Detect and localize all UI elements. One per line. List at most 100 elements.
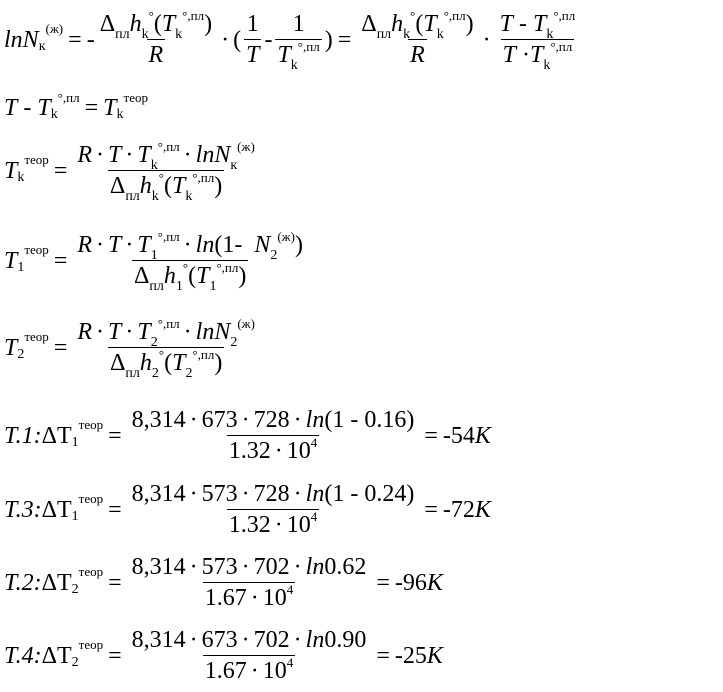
denominator: 1.32·104	[226, 509, 320, 537]
var-h: h	[139, 350, 152, 376]
var-T: T	[103, 95, 117, 121]
sub-k: k	[17, 169, 25, 185]
dot: ·	[241, 554, 250, 580]
sub-2: 2	[150, 335, 158, 350]
tk-value: 728	[253, 481, 290, 507]
var-T: T	[530, 42, 544, 68]
fraction: Δплhk°(Tk°,пл) R	[359, 9, 475, 67]
var-T: T	[499, 11, 513, 37]
fraction: R·T·T1°,пл·ln(1- N2(ж)) Δплh1°(T1°,пл)	[75, 229, 305, 294]
tk-value: 728	[253, 407, 290, 433]
numerator: R·T·Tk°,пл·lnNк(ж)	[75, 140, 256, 173]
tk-value: 702	[253, 554, 290, 580]
sup-teor: теор	[24, 152, 49, 167]
ln-symbol: ln	[4, 26, 23, 53]
dot: ·	[241, 481, 250, 507]
sub-2: 2	[185, 366, 193, 381]
dot: ·	[96, 319, 105, 345]
delta-t: ΔT	[41, 496, 72, 523]
sup-deg: °	[148, 8, 154, 23]
numerator: 8,314·673·728·ln(1 - 0.16)	[130, 408, 417, 435]
dot: ·	[125, 232, 134, 258]
denominator: Tk°,пл	[275, 39, 322, 73]
r-value: 8,314	[131, 554, 186, 580]
var-T: T	[4, 247, 18, 274]
sub-k: k	[403, 27, 411, 42]
result-unit: K	[474, 422, 491, 449]
dot: ·	[293, 481, 302, 507]
equals: =	[424, 496, 438, 523]
temp-value: 573	[201, 554, 238, 580]
r-value: 8,314	[131, 481, 186, 507]
equals: =	[53, 247, 68, 274]
var-R: R	[148, 42, 164, 68]
rpar: )	[294, 232, 303, 258]
fraction: 8,314·573·728·ln(1 - 0.24)1.32·104	[130, 482, 417, 537]
denominator: T	[244, 39, 262, 67]
delta: Δ	[99, 11, 116, 37]
sub-k: k	[151, 189, 159, 204]
sub-k: к	[38, 38, 46, 54]
sub-k: k	[116, 107, 124, 122]
dot: ·	[125, 142, 134, 168]
fraction: T - Tk°,пл T ·Tk°,пл	[498, 9, 578, 73]
sub-pl: пл	[125, 189, 140, 204]
equals: =	[53, 157, 68, 184]
lpar: (	[233, 26, 242, 53]
var-R: R	[77, 319, 93, 345]
sub-pl: пл	[376, 27, 392, 42]
sub-1: 1	[209, 279, 217, 294]
den-base: 10	[262, 658, 287, 684]
sub-index: 1	[71, 434, 79, 450]
dot: ·	[96, 232, 105, 258]
result-unit: K	[426, 569, 443, 596]
dot: ·	[189, 481, 198, 507]
sup-zh: (ж)	[237, 139, 255, 154]
var-T: T	[172, 350, 186, 376]
sub-pl: пл	[149, 279, 164, 294]
den-exponent: 4	[310, 509, 318, 524]
var-T: T	[108, 319, 122, 345]
sub-k: k	[175, 27, 183, 42]
sup-zh: (ж)	[237, 316, 255, 331]
dot: ·	[293, 554, 302, 580]
sup-deg-pl: °,пл	[192, 170, 215, 185]
sub-k: k	[290, 58, 298, 73]
sup-deg-pl: °,пл	[553, 8, 576, 23]
dot: ·	[293, 407, 302, 433]
delta-t: ΔT	[41, 422, 72, 449]
sup-deg: °	[158, 347, 165, 362]
dot: ·	[293, 627, 302, 653]
numerator: Δплhk°(Tk°,пл)	[99, 8, 213, 42]
numerator: 1	[246, 11, 259, 37]
ln-symbol: ln	[305, 554, 325, 580]
sub-2: 2	[230, 335, 238, 350]
denominator: 1.67·104	[202, 655, 296, 684]
equals: =	[108, 569, 122, 596]
var-R: R	[77, 142, 93, 168]
numerator: T - Tk°,пл	[498, 9, 578, 42]
var-h: h	[163, 263, 176, 289]
equals: =	[337, 26, 352, 53]
numerator: R·T·T1°,пл·ln(1- N2(ж))	[77, 229, 303, 263]
var-T: T	[533, 11, 547, 37]
equals: =	[53, 334, 68, 361]
den-coefficient: 1.67	[204, 658, 247, 684]
sub-1: 1	[150, 248, 158, 263]
den-base: 10	[262, 585, 287, 611]
minus: -	[264, 26, 273, 53]
ln-symbol: ln	[195, 142, 215, 168]
ln-symbol: ln	[195, 232, 215, 258]
denominator: 1.32·104	[226, 435, 320, 463]
numerator: R·T·T2°,пл·lnN2(ж)	[75, 317, 257, 350]
ln-argument: 0.90	[324, 627, 367, 653]
var-T: T	[161, 11, 176, 37]
ln-argument: (1 - 0.16)	[324, 407, 415, 433]
den-exponent: 4	[310, 435, 318, 450]
dot: ·	[241, 407, 250, 433]
var-N: N	[254, 232, 271, 258]
